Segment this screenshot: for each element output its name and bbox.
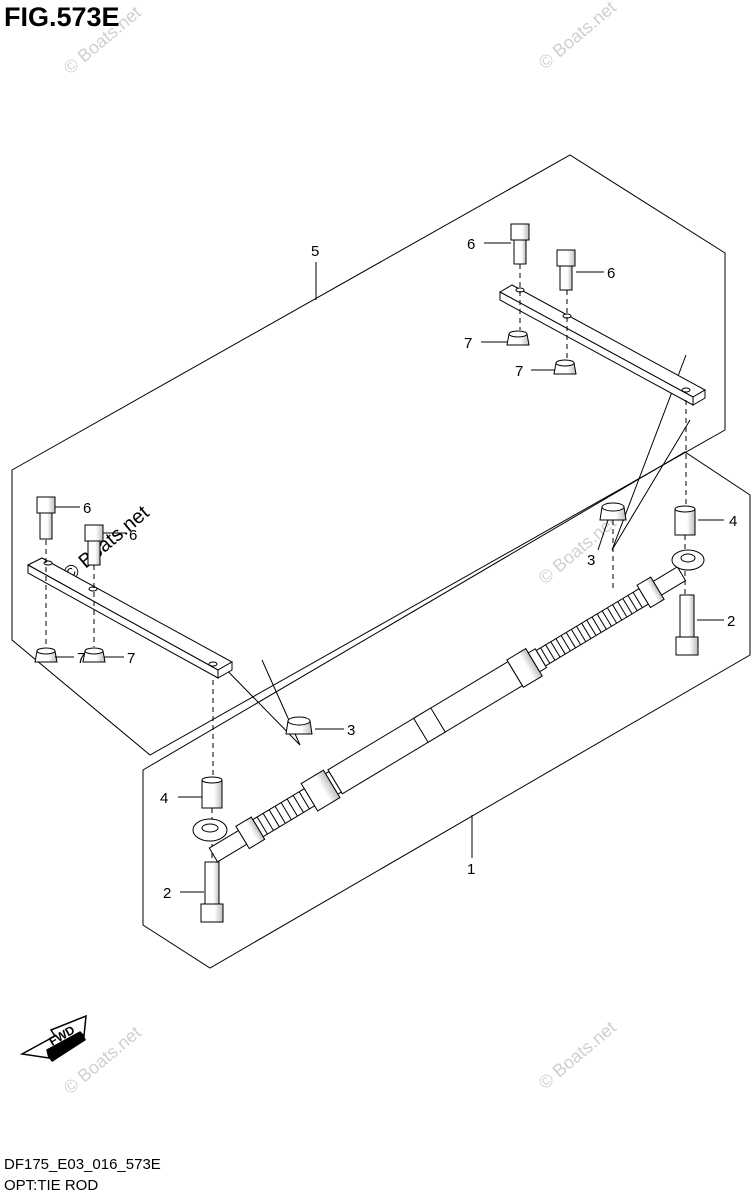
watermark-text: © Boats.net xyxy=(59,501,154,585)
nut-7-c xyxy=(34,647,58,663)
spacer-4-b xyxy=(201,776,223,809)
bolt-2-b xyxy=(200,861,224,923)
callout-7: 7 xyxy=(77,650,85,667)
tie-rod-assembly xyxy=(192,549,705,863)
kit-box-lower-outline xyxy=(142,451,751,969)
callout-4: 4 xyxy=(729,513,737,530)
callout-6: 6 xyxy=(83,500,91,517)
callout-6: 6 xyxy=(129,527,137,544)
callout-7: 7 xyxy=(515,363,523,380)
nut-3-a xyxy=(599,502,627,521)
fwd-arrow-icon: FWD xyxy=(19,1014,87,1062)
nut-7-d xyxy=(82,647,106,663)
nut-7-b xyxy=(553,359,577,375)
diagram-subtitle: OPT:TIE ROD xyxy=(4,1177,99,1194)
alignment-lines xyxy=(45,264,687,858)
bolt-2-a xyxy=(675,594,699,656)
bolt-6-d xyxy=(84,524,104,566)
nut-3-b xyxy=(285,716,313,735)
plate-left xyxy=(26,557,234,679)
spacer-4-a xyxy=(674,505,696,536)
callout-2: 2 xyxy=(727,613,735,630)
figure-title: FIG.573E xyxy=(4,2,120,32)
break-line xyxy=(611,354,691,551)
callout-6: 6 xyxy=(467,236,475,253)
watermark-group: © Boats.net © Boats.net © Boats.net © Bo… xyxy=(60,0,620,1098)
watermark-text: © Boats.net xyxy=(535,0,620,73)
callout-1: 1 xyxy=(467,861,475,878)
callout-7: 7 xyxy=(464,335,472,352)
watermark-text: © Boats.net xyxy=(60,2,145,78)
callout-7: 7 xyxy=(127,650,135,667)
callout-4: 4 xyxy=(160,790,168,807)
bolt-6-a xyxy=(510,223,530,265)
callout-6: 6 xyxy=(607,265,615,282)
nut-7-a xyxy=(506,330,530,346)
callout-5: 5 xyxy=(311,243,319,260)
diagram-code: DF175_E03_016_573E xyxy=(4,1156,161,1173)
callout-2: 2 xyxy=(163,885,171,902)
bolt-6-b xyxy=(556,249,576,291)
watermark-text: © Boats.net xyxy=(535,1017,620,1093)
leader-lines xyxy=(55,242,724,893)
kit-box-upper-outline xyxy=(11,154,726,756)
plate-right xyxy=(498,284,707,406)
break-line xyxy=(211,654,301,746)
callout-3: 3 xyxy=(347,722,355,739)
bolt-6-c xyxy=(36,496,56,540)
callout-3: 3 xyxy=(587,552,595,569)
